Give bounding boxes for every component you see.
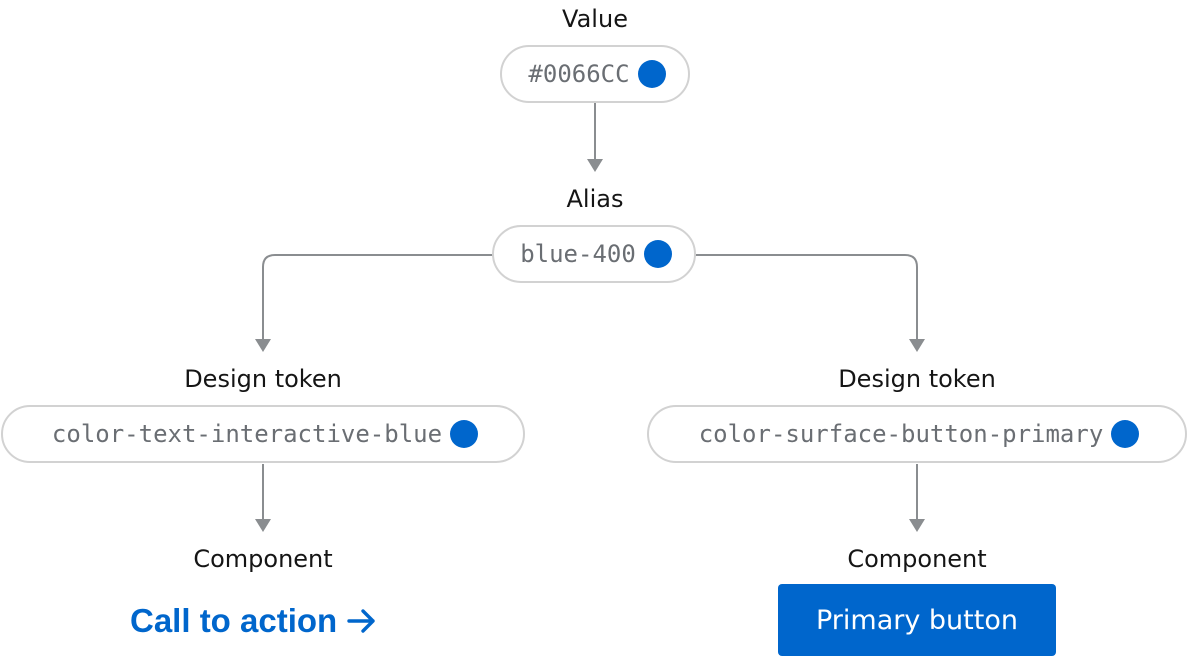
right-component-heading: Component (847, 545, 987, 573)
primary-button[interactable]: Primary button (778, 584, 1056, 656)
alias-token-pill: blue-400 (492, 225, 696, 283)
left-component-heading: Component (193, 545, 333, 573)
alias-token-text: blue-400 (520, 240, 636, 268)
value-heading: Value (562, 5, 628, 33)
color-swatch-icon (643, 240, 672, 268)
call-to-action-link[interactable]: Call to action (130, 602, 377, 640)
connector-alias-to-right-token (695, 254, 918, 340)
left-design-token-pill: color-text-interactive-blue (1, 405, 525, 463)
value-token-text: #0066CC (528, 60, 630, 88)
alias-heading: Alias (566, 185, 624, 213)
value-token-pill: #0066CC (500, 45, 690, 103)
color-swatch-icon (450, 420, 479, 448)
color-swatch-icon (1111, 420, 1140, 448)
right-design-token-pill: color-surface-button-primary (647, 405, 1187, 463)
connector-alias-to-left-token (262, 254, 493, 340)
left-design-token-text: color-text-interactive-blue (51, 420, 443, 448)
arrow-right-icon (347, 609, 375, 633)
left-design-token-heading: Design token (184, 365, 342, 393)
arrowhead-alias (587, 159, 603, 172)
color-swatch-icon (637, 60, 666, 88)
call-to-action-label: Call to action (130, 602, 338, 639)
arrowhead-right-token (909, 339, 925, 352)
arrowhead-left-token (255, 339, 271, 352)
right-design-token-text: color-surface-button-primary (698, 420, 1104, 448)
arrowhead-right-component (909, 519, 925, 532)
right-design-token-heading: Design token (838, 365, 996, 393)
arrowhead-left-component (255, 519, 271, 532)
